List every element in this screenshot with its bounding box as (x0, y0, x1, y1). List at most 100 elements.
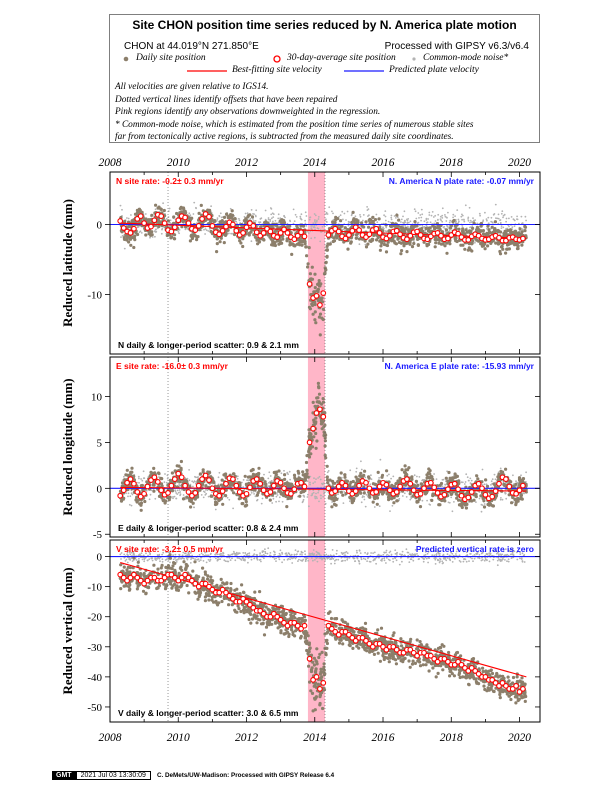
average-position-point (313, 293, 320, 299)
daily-position-point (172, 215, 176, 219)
common-mode-point (150, 489, 153, 492)
common-mode-point (317, 216, 320, 218)
daily-position-point (351, 218, 355, 222)
common-mode-point (121, 234, 124, 237)
daily-position-point (215, 250, 219, 254)
common-mode-point (337, 493, 339, 496)
daily-position-point (324, 456, 328, 460)
daily-position-point (413, 220, 417, 224)
daily-position-point (307, 450, 311, 454)
common-mode-point (274, 219, 277, 222)
common-mode-point (269, 218, 272, 221)
common-mode-point (196, 476, 199, 479)
daily-position-point (523, 225, 528, 229)
daily-position-point (404, 241, 409, 246)
common-mode-point (238, 219, 241, 222)
common-mode-point (269, 475, 272, 477)
average-position-point (320, 290, 327, 296)
daily-position-point (345, 479, 349, 483)
daily-position-point (328, 242, 332, 246)
daily-position-point (323, 436, 327, 440)
daily-position-point (281, 237, 285, 241)
daily-position-point (332, 239, 337, 243)
common-mode-point (367, 208, 370, 211)
daily-position-point (218, 240, 222, 244)
common-mode-point (178, 229, 181, 231)
daily-position-point (188, 239, 192, 243)
common-mode-point (446, 225, 449, 228)
daily-position-point (434, 241, 438, 245)
daily-position-point (133, 212, 138, 216)
common-mode-point (510, 216, 513, 218)
legend-average: 30-day-average site position (287, 53, 396, 63)
daily-position-point (355, 493, 360, 497)
daily-position-point (520, 243, 524, 247)
common-mode-point (267, 477, 270, 480)
daily-position-point (251, 483, 256, 487)
daily-position-point (257, 466, 261, 470)
daily-position-point (222, 241, 226, 245)
daily-position-point (482, 499, 486, 503)
daily-position-point (487, 228, 491, 232)
daily-position-point (316, 381, 320, 385)
common-mode-point (396, 216, 399, 219)
daily-position-point (303, 242, 307, 246)
daily-position-point (278, 239, 282, 243)
average-position-point (199, 216, 205, 222)
common-mode-point (393, 215, 396, 217)
common-mode-point (414, 210, 417, 213)
common-mode-point (486, 219, 488, 222)
common-mode-point (309, 481, 311, 484)
common-mode-point (437, 213, 440, 216)
common-mode-point (121, 208, 123, 211)
common-mode-point (495, 217, 497, 220)
common-mode-point (316, 497, 318, 500)
common-mode-point (465, 473, 468, 476)
common-mode-point (444, 214, 446, 216)
common-mode-point (277, 217, 280, 220)
common-mode-point (188, 479, 191, 482)
daily-position-point (137, 210, 141, 214)
daily-position-point (427, 467, 431, 471)
common-mode-point (401, 495, 404, 497)
average-position-point (407, 232, 414, 239)
common-mode-point (469, 477, 472, 480)
daily-position-point (271, 240, 275, 244)
common-mode-point (180, 488, 183, 491)
average-position-point (386, 232, 393, 239)
daily-position-point (298, 494, 302, 498)
common-mode-point (409, 498, 412, 501)
common-mode-point (154, 208, 157, 211)
common-mode-point (421, 499, 424, 502)
common-mode-point (493, 473, 496, 476)
common-mode-point (320, 497, 322, 500)
daily-position-point (444, 228, 449, 232)
common-mode-point (228, 498, 231, 501)
common-mode-point (207, 495, 210, 498)
common-mode-point (130, 504, 133, 507)
daily-position-point (304, 473, 308, 477)
daily-position-point (266, 221, 270, 225)
daily-position-point (316, 287, 320, 291)
common-mode-point (305, 215, 308, 217)
daily-position-point (335, 497, 339, 501)
common-mode-point (366, 206, 368, 208)
common-mode-point (182, 494, 185, 496)
daily-position-point (474, 495, 478, 499)
average-position-point (161, 220, 168, 226)
daily-position-point (162, 498, 166, 502)
common-mode-point (281, 500, 284, 503)
common-mode-point (128, 503, 131, 506)
daily-position-point (479, 241, 483, 245)
common-mode-point (441, 207, 444, 210)
common-mode-point (362, 214, 365, 216)
daily-position-point (133, 238, 137, 242)
common-mode-point (487, 222, 490, 225)
common-mode-point (254, 220, 257, 222)
common-mode-point (189, 214, 192, 217)
common-mode-point (312, 482, 315, 485)
common-mode-point (269, 220, 272, 223)
daily-position-point (509, 230, 513, 234)
daily-position-point (357, 237, 362, 241)
daily-position-point (190, 236, 194, 241)
